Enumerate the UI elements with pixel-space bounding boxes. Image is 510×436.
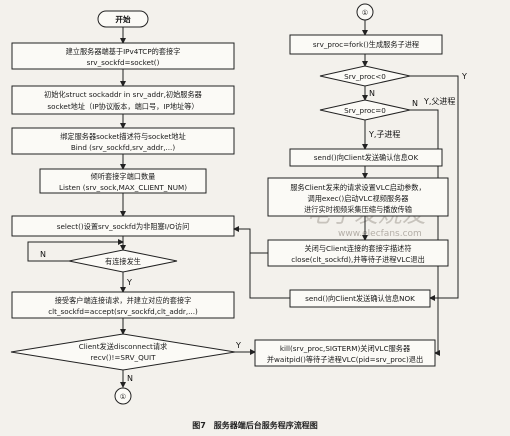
label-y-child: Y,子进程 [368,130,400,139]
decision-disconnect [10,333,236,371]
step-serve-vlc-line1: 服务Client发来的请求设置VLC启动参数， [290,183,425,192]
label-y-fork-fail: Y [461,72,467,81]
label-n-connection: N [40,250,46,259]
step-kill-vlc-line1: kill(srv_proc,SIGTERM)关闭VLC服务器 [280,344,410,353]
svg-text:www.elecfans.com: www.elecfans.com [338,229,422,239]
step-listen [39,168,207,194]
step-accept [11,291,235,319]
step-fork-label: srv_proc=fork()生成服务子进程 [313,40,419,49]
step-send-ok-label: send()向Client发送确认信息OK [314,153,419,162]
label-y-connection: Y [126,278,132,287]
connector-end-label: ① [120,392,126,401]
step-create-socket-line1: 建立服务器端基于IPv4TCP的套接字 [66,47,181,56]
step-listen-line1: 倾听套接字端口数量 [91,172,156,181]
step-kill-vlc [254,339,436,367]
step-fork [289,34,443,55]
label-y-parent: Y,父进程 [423,97,455,106]
decision-child-label: Srv_proc=0 [344,106,386,115]
start-label: 开始 [115,14,131,24]
step-serve-vlc [267,177,449,217]
step-accept-line2: clt_sockfd=accept(srv_sockfd,clt_addr,..… [48,307,198,316]
label-n-child: N [412,99,418,108]
decision-disconnect-line1: Client发送disconnect请求 [79,342,168,351]
step-init-addr-line2: socket地址（IP协议版本，端口号，IP地址等） [47,102,198,111]
step-serve-vlc-line2: 调用exec()启动VLC视频服务器 [308,194,409,203]
step-init-addr [11,85,235,115]
label-y-disconnect: Y [235,341,241,350]
left-column: 开始 建立服务器端基于IPv4TCP的套接字 srv_sockfd=socket… [10,10,256,405]
step-create-socket [11,42,235,70]
step-serve-vlc-line3: 进行实时视频采集压缩与播放传输 [304,205,412,214]
step-create-socket-line2: srv_sockfd=socket() [87,58,160,67]
step-bind [11,127,235,155]
step-bind-line1: 绑定服务器socket描述符与socket地址 [60,132,186,141]
step-accept-line1: 接受客户端连接请求，并建立对应的套接字 [55,296,192,305]
decision-disconnect-line2: recv()!=SRV_QUIT [90,353,156,362]
step-init-addr-line1: 初始化struct sockaddr in srv_addr,初始服务器 [44,90,202,99]
step-select-label: select()设置srv_sockfd为非阻塞I/O访问 [57,222,190,231]
step-kill-vlc-line2: 并waitpid()等待子进程VLC(pid=srv_proc)退出 [267,355,423,364]
right-column: ① srv_proc=fork()生成服务子进程 Srv_proc<0 Y N … [233,3,467,367]
label-n-fork-fail: N [369,89,375,98]
decision-connection-label: 有连接发生 [105,257,141,266]
decision-fork-fail-label: Srv_proc<0 [344,72,386,81]
connector-start-label: ① [362,8,368,17]
step-close-client-line1: 关闭与Client连接的套接字描述符 [304,244,411,253]
step-send-ok [289,148,443,167]
label-n-disconnect: N [127,374,133,383]
connector-end [114,387,132,405]
step-send-nok-label: send()向Client发送确认信息NOK [305,294,415,303]
step-close-client-line2: close(clt_sockfd),并等待子进程VLC退出 [291,255,425,264]
figure-caption: 图7 服务器端后台服务程序流程图 [192,420,318,430]
step-bind-line2: Bind (srv_sockfd,srv_addr,...) [71,143,175,152]
step-listen-line2: Listen (srv_sock,MAX_CLIENT_NUM) [59,183,187,192]
